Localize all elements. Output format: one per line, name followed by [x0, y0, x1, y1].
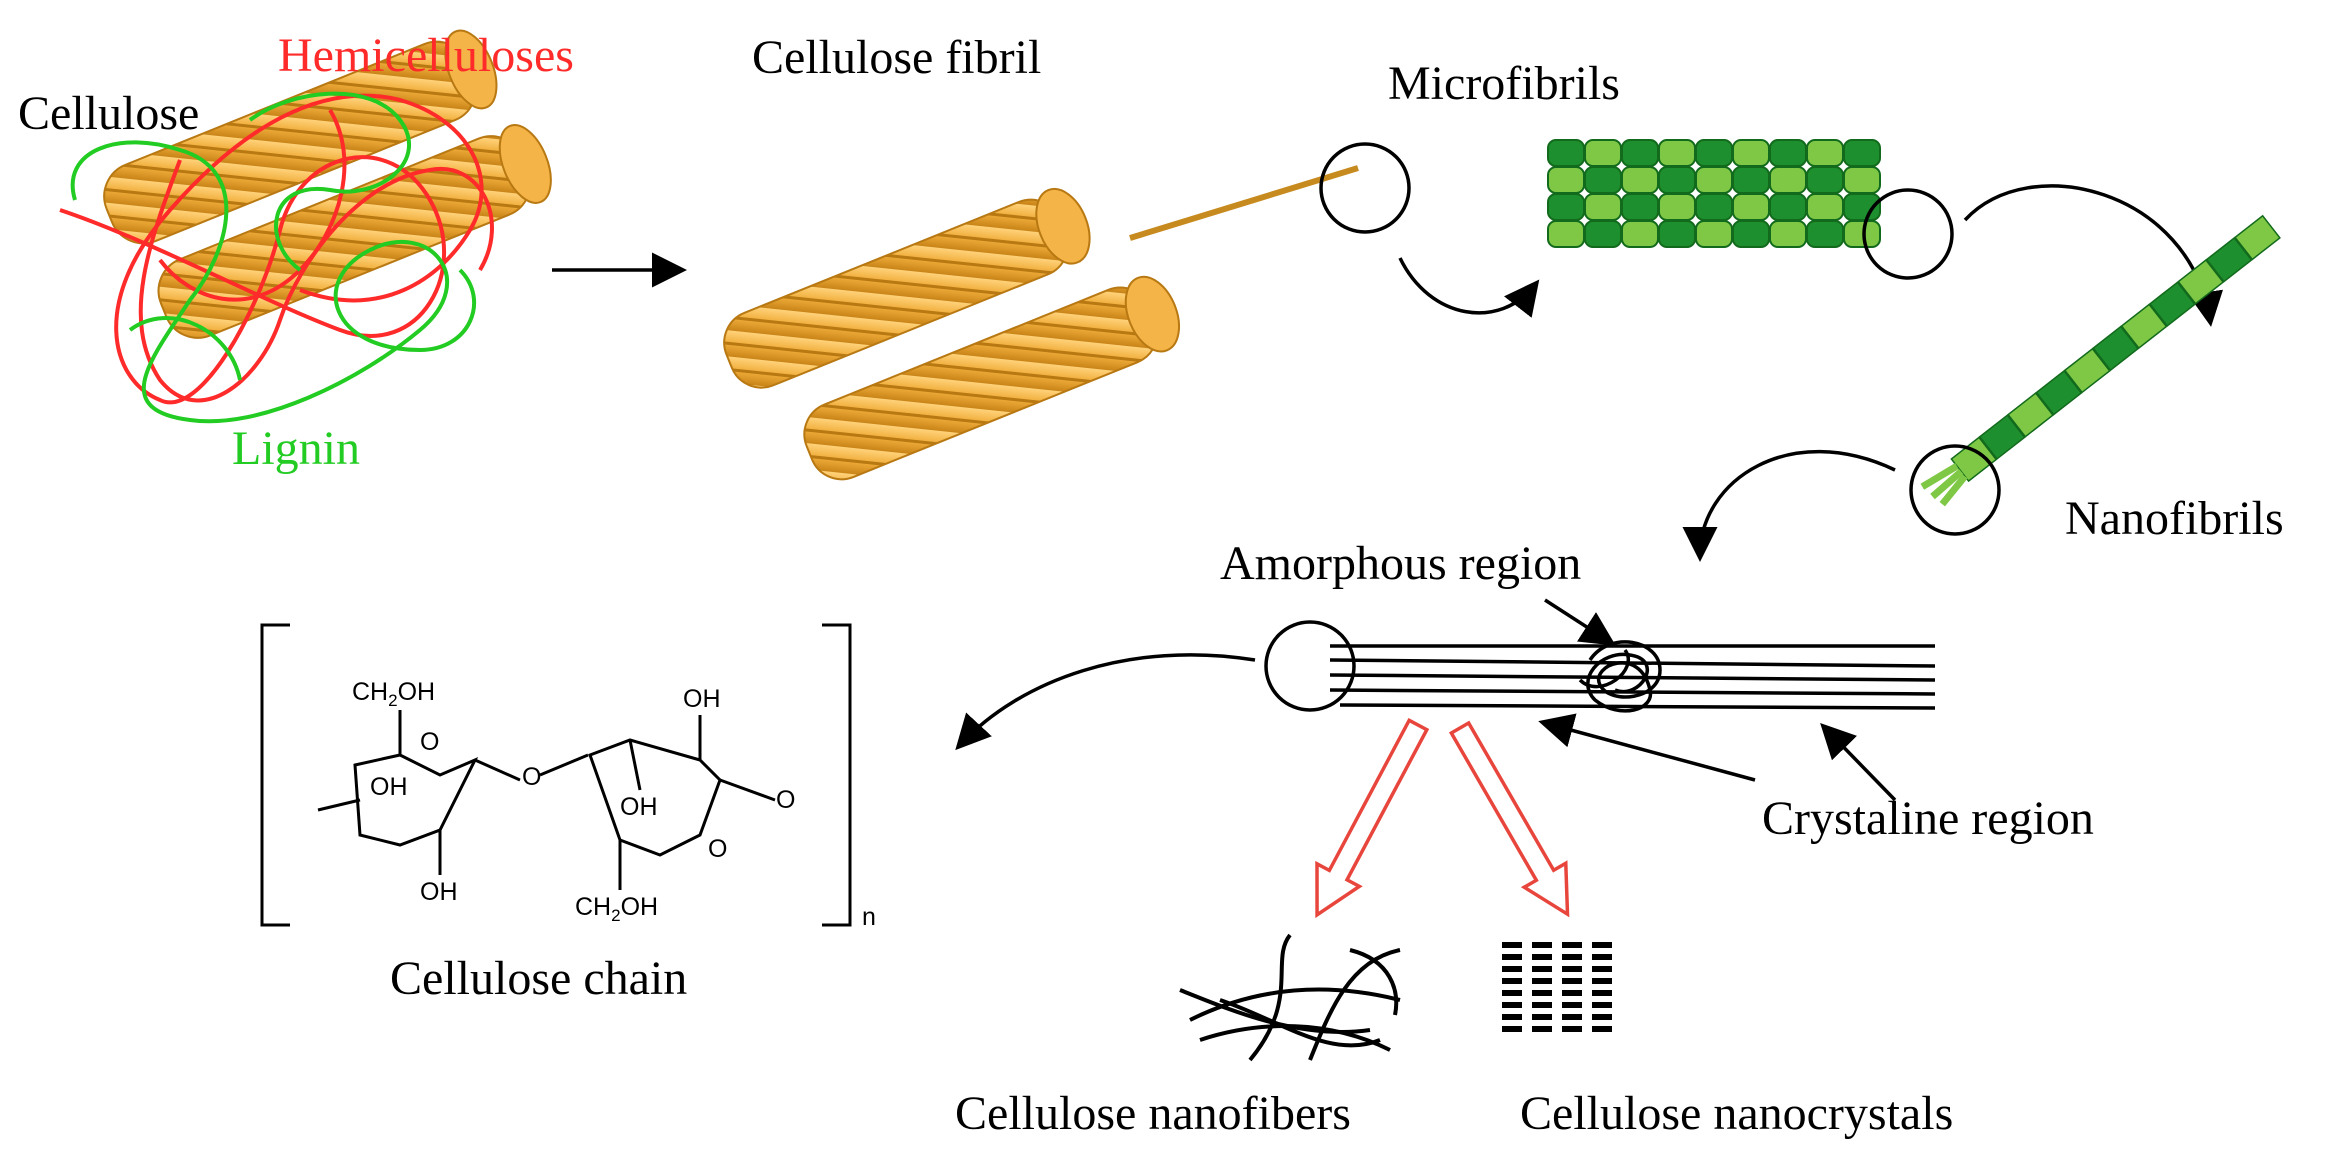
ring1-oh-bottom: OH [420, 878, 458, 906]
nanofibril-strand [1939, 474, 1968, 507]
nanofibril-strand [1930, 468, 1964, 500]
cellulose-chain-structure [260, 623, 852, 927]
microfibril-segment [1806, 220, 1844, 248]
arrow-to-regions [1682, 450, 1896, 562]
microfibril-segment [1658, 220, 1696, 248]
cellulose-fibril [723, 165, 1359, 481]
magnifier-nanofibril [1909, 444, 2001, 536]
microfibril-segment [1769, 220, 1807, 248]
microfibril-segment [1621, 193, 1659, 221]
microfibril-segment [1695, 166, 1733, 194]
nanofibril-segment [2205, 236, 2253, 283]
bridge-o: O [522, 763, 541, 791]
microfibril-segment [1547, 139, 1585, 167]
arrow-crystaline-right [1820, 722, 1897, 802]
nanofibril-segment [2177, 259, 2225, 305]
label-microfibrils: Microfibrils [1388, 57, 1620, 110]
ch2oh-top: CH2OH [352, 678, 435, 710]
ch2oh-bottom: CH2OH [575, 893, 658, 925]
nanofibril-segment [1978, 414, 2026, 460]
bracket-left [260, 623, 290, 927]
chem-labels: CH2OH O OH OH O OH OH O O CH2OH n [352, 678, 876, 931]
label-cellulose-fibril: Cellulose fibril [752, 31, 1042, 84]
microfibril-segment [1621, 139, 1659, 167]
microfibril-segment [1584, 139, 1622, 167]
ring1-oh-mid: OH [370, 773, 408, 801]
product-arrow-nanofibers [1315, 717, 1430, 919]
label-nanofibrils: Nanofibrils [2065, 492, 2284, 545]
microfibril-segment [1843, 139, 1881, 167]
ring2-o: O [708, 835, 727, 863]
microfibril-segment [1732, 193, 1770, 221]
label-crystaline-region: Crystaline region [1762, 792, 2094, 845]
microfibril-segment [1769, 139, 1807, 167]
microfibril-segment [1732, 166, 1770, 194]
microfibril-block [1547, 139, 1881, 248]
arrow-crystaline-left [1538, 713, 1756, 782]
label-lignin: Lignin [232, 422, 360, 475]
microfibril-segment [1695, 193, 1733, 221]
microfibril-segment [1695, 220, 1733, 248]
label-cellulose: Cellulose [18, 87, 200, 140]
microfibril-segment [1769, 166, 1807, 194]
microfibril-segment [1658, 139, 1696, 167]
subscript-n: n [862, 903, 876, 931]
product-arrow-nanocrystals [1448, 720, 1570, 918]
label-cellulose-nanofibers: Cellulose nanofibers [955, 1087, 1351, 1140]
thin-fibril [1129, 165, 1359, 241]
amorphous-tangle [1578, 640, 1662, 713]
microfibril-segment [1732, 139, 1770, 167]
microfibril-segment [1621, 166, 1659, 194]
microfibril-segment [1621, 220, 1659, 248]
microfibril-segment [1695, 139, 1733, 167]
nanocrystals-icon [1502, 942, 1612, 1032]
arrow-to-chain [955, 653, 1256, 751]
nanofibril-segment [2234, 214, 2281, 261]
nanofibril-strand [1920, 463, 1959, 490]
label-hemicelluloses: Hemicelluloses [278, 29, 574, 82]
microfibril-segment [1658, 193, 1696, 221]
ring1-o: O [420, 728, 439, 756]
microfibril-segment [1769, 193, 1807, 221]
microfibril-segment [1806, 193, 1844, 221]
fibril-chains [1264, 620, 1936, 712]
label-cellulose-chain: Cellulose chain [390, 952, 688, 1005]
microfibril-segment [1547, 220, 1585, 248]
microfibril-segment [1806, 139, 1844, 167]
microfibril-segment [1547, 166, 1585, 194]
microfibril-segment [1843, 220, 1881, 248]
ring2-oh-top: OH [683, 685, 721, 713]
microfibril-segment [1547, 193, 1585, 221]
nanofibril-segment [2063, 347, 2111, 394]
terminal-o: O [776, 786, 795, 814]
magnifier-chains [1264, 620, 1356, 712]
nanofibril [1920, 214, 2281, 507]
nanofibril-segment [2007, 392, 2054, 438]
label-amorphous-region: Amorphous region [1220, 537, 1582, 590]
microfibril-segment [1584, 220, 1622, 248]
magnifier-fibril [1319, 142, 1411, 234]
microfibril-segment [1732, 220, 1770, 248]
microfibril-segment [1658, 166, 1696, 194]
label-cellulose-nanocrystals: Cellulose nanocrystals [1520, 1087, 1954, 1140]
ring2-oh-mid: OH [620, 793, 658, 821]
arrow-to-microfibrils [1398, 257, 1540, 318]
nanofibril-segment [2120, 303, 2168, 350]
arrow-amorphous [1544, 598, 1616, 646]
magnifier-microfibril [1862, 188, 1954, 280]
lignin-strands [70, 91, 477, 424]
microfibril-segment [1843, 166, 1881, 194]
microfibril-segment [1584, 166, 1622, 194]
nanofibril-segment [2035, 369, 2083, 416]
microfibril-segment [1806, 166, 1844, 194]
bracket-right [822, 623, 852, 927]
microfibril-segment [1584, 193, 1622, 221]
nanofibril-segment [2148, 281, 2196, 327]
cellulose-bundle [103, 29, 552, 339]
nanofibril-segment [2092, 325, 2140, 372]
nanofibers-icon [1179, 933, 1401, 1062]
